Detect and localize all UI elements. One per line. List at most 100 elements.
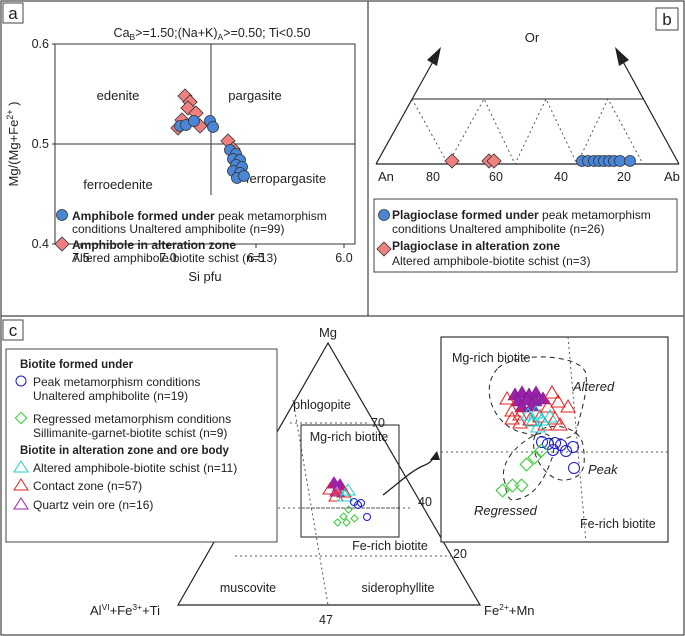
panel-b: b Or An Ab 80 60 40 20 Plagioclas [373,7,680,273]
panel-a-y-label: Mg/(Mg+Fe2+ ) [5,101,21,186]
data-point-diamond [486,153,502,169]
legend-marker-diamond [54,236,70,252]
arrow-head-left [427,47,441,66]
arrow-head-right [615,47,629,66]
b-tick-label: 40 [554,170,568,184]
legend-altered-schist: Altered amphibole-biotite schist (n=11) [33,461,237,475]
legend-alteration-header: Biotite in alteration zone and ore body [20,445,230,457]
data-point-circle [207,121,219,133]
small-box-markers [322,476,371,527]
y-tick-label: 0.5 [32,137,49,151]
inset-line-47 [567,336,587,543]
panel-c-legend: Biotite formed under Peak metamorphism c… [5,348,278,543]
inset-fe-rich-label: Fe-rich biotite [580,517,656,531]
panel-a-header: CaB>=1.50;(Na+K)A>=0.50; Ti<0.50 [114,26,311,42]
apex-mg: Mg [319,325,337,340]
legend-marker-circle [56,209,68,221]
panel-b-label-box [655,7,679,31]
legend-contact-zone: Contact zone (n=57) [33,479,142,493]
inset-mg-rich-label: Mg-rich biotite [452,351,531,365]
apex-or: Or [525,30,540,45]
y-tick-label: 0.6 [32,37,49,51]
zoom-arrow-head [430,451,440,460]
altered-group-outline [488,356,587,440]
panel-a-label-box [2,2,24,24]
b-tick-label: 60 [489,170,503,184]
field-mg-rich-biotite: Mg-rich biotite [310,430,389,444]
legend-regressed-line2: Sillimanite-garnet-biotite schist (n=9) [33,426,227,440]
peak-group-outline [533,425,585,481]
zoom-inset: Mg-rich biotite Fe-rich biotite Altered … [440,336,669,543]
panel-a-x-ticks: 7.5 7.0 6.5 6.0 [72,244,353,265]
field-boundaries-dotted [411,97,644,166]
b-tick-label: 80 [426,170,440,184]
c-tick-label: 20 [453,547,467,561]
panel-a-legend: Amphibole formed under peak metamorphism… [54,209,327,265]
legend-amphibole-peak-line2: conditions Unaltered amphibolite (n=99) [72,222,284,236]
regressed-group-outline [503,432,555,501]
field-edenite: edenite [97,88,140,103]
c-tick-label: 40 [418,495,432,509]
inset-regressed-label: Regressed [474,503,538,518]
vertex-fe: Fe2++Mn [484,602,535,618]
vertex-alvi: AlVI+Fe3++Ti [90,602,160,618]
plagioclase-peak-points [576,155,636,167]
axis-arrow-left [375,57,436,165]
legend-amphibole-altered-line1: Amphibole in alteration zone [72,238,236,252]
field-siderophyllite: siderophyllite [362,581,435,595]
legend-plagioclase-peak-line2: conditions Unaltered amphibolite (n=26) [392,222,604,236]
legend-peak-line1: Peak metamorphism conditions [33,375,200,389]
y-tick-label: 0.4 [32,237,49,251]
c-tick-label: 70 [371,416,385,430]
x-tick-label: 6.0 [335,251,352,265]
inset-altered-label: Altered [572,379,615,394]
panel-b-legend: Plagioclase formed under peak metamorphi… [373,198,678,273]
legend-marker-circle [378,209,390,221]
legend-biotite-formed-header: Biotite formed under [20,359,134,371]
field-ferroedenite: ferroedenite [83,177,152,192]
axis-arrow-right [620,57,680,165]
field-pargasite: pargasite [228,88,281,103]
legend-peak-line2: Unaltered amphibolite (n=19) [33,389,188,403]
b-tick-label: 20 [617,170,631,184]
c-tick-label: 47 [319,613,333,627]
panel-c-label: c [9,321,18,340]
field-phlogopite: phlogopite [293,398,351,412]
legend-marker-diamond [376,241,392,257]
field-fe-rich-biotite: Fe-rich biotite [352,539,428,553]
legend-marker-blue-circle [15,375,27,387]
legend-marker-red-triangle [13,478,29,491]
data-point-circle [188,115,200,127]
vertex-ab: Ab [664,169,680,184]
panel-c-label-box [2,319,24,341]
legend-amphibole-altered-line2: Altered amphibole-biotite schist (n=13) [72,251,277,265]
panel-a: a CaB>=1.50;(Na+K)A>=0.50; Ti<0.50 edeni… [2,2,356,284]
mg-rich-biotite-box [300,424,400,538]
panel-b-legend-box [373,198,678,273]
legend-amphibole-peak-line1: Amphibole formed under peak metamorphism [72,209,327,223]
x-tick-label: 7.0 [159,251,176,265]
data-point-diamond [444,153,460,169]
legend-regressed-line1: Regressed metamorphism conditions [33,412,231,426]
panel-a-label: a [8,4,18,23]
legend-plagioclase-peak-line1: Plagioclase formed under peak metamorphi… [392,208,651,222]
panel-a-y-ticks: 0.6 0.5 0.4 [32,37,55,251]
x-tick-label: 6.5 [247,251,264,265]
field-ferropargasite: ferropargasite [246,171,326,186]
panel-a-x-label: Si pfu [188,269,221,284]
legend-plagioclase-altered-line1: Plagioclase in alteration zone [392,239,560,253]
legend-plagioclase-altered-line2: Altered amphibole-biotite schist (n=3) [392,254,590,268]
panel-c-legend-box [5,348,278,543]
plagioclase-altered-points [444,153,502,169]
legend-marker-green-diamond [14,411,28,425]
panel-c: c Mg phlogopite 70 40 20 47 Fe-rich biot… [2,319,669,627]
legend-quartz-vein: Quartz vein ore (n=16) [33,498,153,512]
vertex-an: An [378,169,394,184]
x-tick-label: 7.5 [72,251,89,265]
data-point-circle [238,170,250,182]
legend-marker-purple-triangle [13,497,29,510]
field-muscovite: muscovite [220,581,276,595]
zoom-inset-frame [440,336,669,543]
